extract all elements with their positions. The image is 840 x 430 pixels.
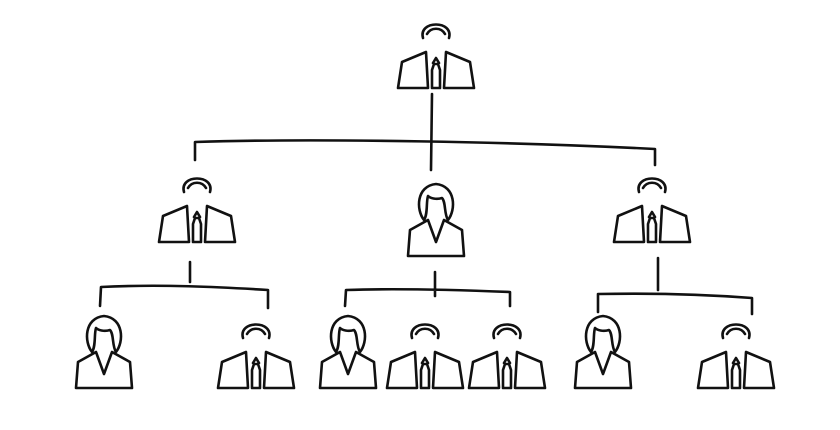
woman-icon-level2-3 <box>318 314 378 390</box>
connector-left-branch <box>98 260 270 310</box>
man-icon-level1-right <box>612 177 692 244</box>
woman-icon-level2-1 <box>74 314 134 390</box>
man-icon-level1-left <box>157 177 237 244</box>
woman-icon-level1-middle <box>406 182 466 258</box>
connector-level1-bar <box>193 139 657 167</box>
connector-root <box>429 92 434 172</box>
connector-lines <box>98 92 754 316</box>
man-icon-root <box>396 23 476 90</box>
man-icon-level2-7 <box>696 323 776 390</box>
connector-right-branch <box>596 256 754 316</box>
connector-middle-branch <box>343 270 512 308</box>
man-icon-level2-2 <box>216 323 296 390</box>
woman-icon-level2-6 <box>573 314 633 390</box>
man-icon-level2-5 <box>467 323 547 390</box>
man-icon-level2-4 <box>385 323 465 390</box>
